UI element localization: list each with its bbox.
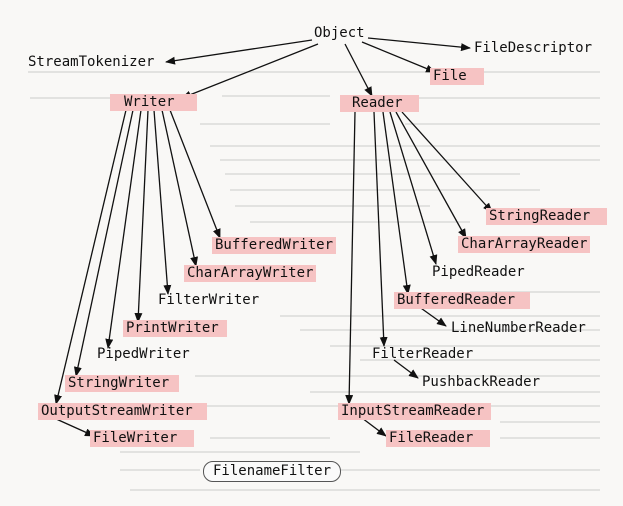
node-reader: Reader (340, 95, 419, 112)
arrow-writer-filterwriter (153, 109, 172, 295)
node-stream-tokenizer: StreamTokenizer (28, 54, 155, 70)
arrow-reader-inputstreamreader (345, 111, 356, 405)
arrow-inputstreamreader-filereader (361, 417, 387, 437)
node-string-reader: StringReader (486, 208, 607, 225)
arrow-outputstreamwriter-filewriter (53, 417, 95, 437)
arrow-reader-bufferedreader (382, 111, 411, 295)
node-buffered-reader: BufferedReader (394, 292, 530, 309)
node-file: File (430, 68, 484, 85)
node-filename-filter: FilenameFilter (203, 461, 342, 482)
arrow-writer-stringwriter (73, 109, 134, 377)
arrow-reader-stringreader (401, 111, 493, 213)
arrow-object-file (361, 41, 436, 73)
arrow-object-writer (181, 43, 319, 99)
arrow-bufferedreader-linenumberreader (417, 305, 447, 327)
node-piped-reader: PipedReader (432, 264, 525, 280)
arrow-writer-pipedwriter (105, 109, 142, 349)
arrow-object-reader (344, 43, 373, 97)
node-filter-writer: FilterWriter (158, 292, 260, 308)
arrow-writer-bufferedwriter (169, 109, 221, 239)
arrow-object-filedescriptor (367, 37, 471, 52)
node-input-stream-reader: InputStreamReader (338, 403, 491, 420)
node-file-reader: FileReader (386, 430, 490, 447)
node-output-stream-writer: OutputStreamWriter (38, 403, 207, 420)
node-pushback-reader: PushbackReader (422, 374, 541, 390)
arrow-writer-printwriter (134, 109, 149, 323)
node-line-number-reader: LineNumberReader (451, 320, 586, 336)
node-print-writer: PrintWriter (123, 320, 227, 337)
node-writer: Writer (110, 94, 197, 111)
arrow-reader-chararrayreader (395, 111, 467, 239)
arrow-filterreader-pushbackreader (393, 359, 419, 379)
arrow-reader-pipedreader (389, 111, 438, 265)
node-char-array-reader: CharArrayReader (458, 236, 591, 253)
node-piped-writer: PipedWriter (97, 346, 190, 362)
node-buffered-writer: BufferedWriter (212, 237, 337, 254)
arrow-writer-chararraywriter (161, 109, 198, 267)
node-filter-reader: FilterReader (372, 346, 474, 362)
node-file-descriptor: FileDescriptor (474, 40, 593, 56)
node-object: Object (314, 25, 365, 41)
arrow-writer-outputstreamwriter (54, 109, 127, 405)
arrow-reader-filterreader (373, 111, 388, 347)
node-char-array-writer: CharArrayWriter (184, 265, 317, 282)
arrow-object-streamtokenizer (165, 39, 313, 65)
node-file-writer: FileWriter (90, 430, 194, 447)
node-string-writer: StringWriter (65, 375, 179, 392)
